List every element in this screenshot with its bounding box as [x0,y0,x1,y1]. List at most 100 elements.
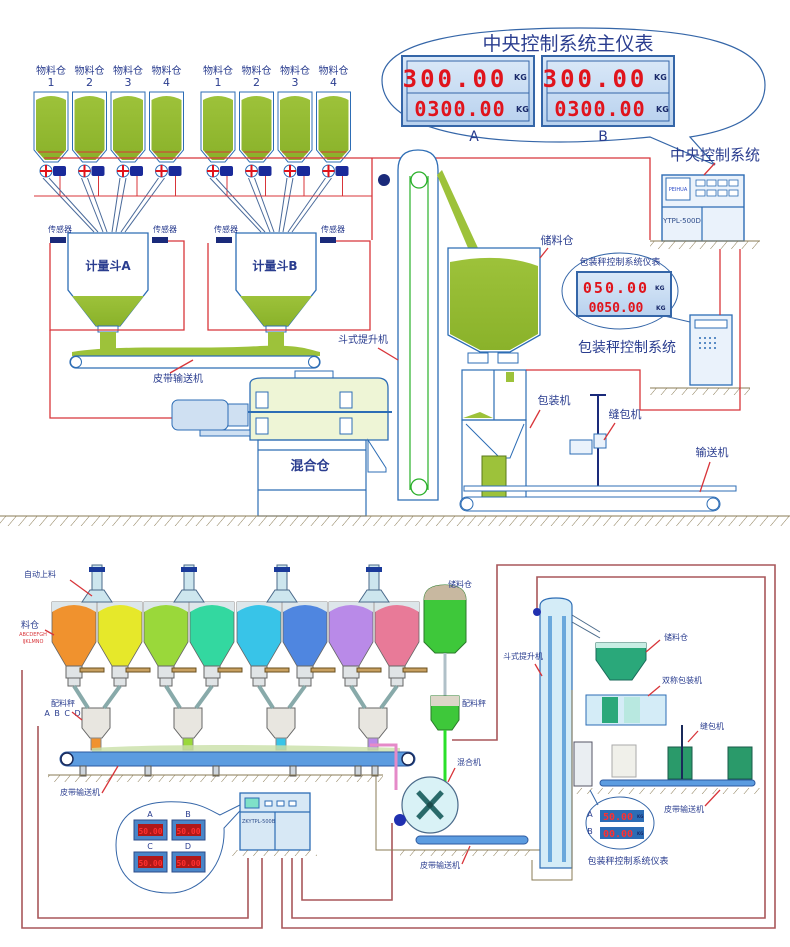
bin-number-label: 2 [253,76,260,89]
batching-scale [266,707,296,739]
top-packing-machine: 包装机 [461,369,641,501]
packing-setpoint: 050.00 [583,279,649,297]
packing-row-a-label: A [587,810,593,819]
rotary-valve-icon [206,164,220,178]
top-output-conveyor: 输送机 [459,445,737,512]
elevator-motor [378,174,390,186]
meter-a-unit-2: KG [516,105,529,114]
bottom-packing-meter: A 50.00 KG B 00.00 KG 包装秤控制系统仪表 [585,789,669,867]
rotary-valve-icon [155,164,168,178]
auto-feed-unit [81,564,113,603]
bin-label: 料仓 [21,619,39,631]
bin-name-label: 物料仓 [113,64,143,77]
bottom-mixer-label: 混合机 [457,757,481,767]
sensor-label: 传感器 [214,224,238,234]
rotary-valve-icon [283,164,297,178]
color-bin [236,601,290,687]
top-bucket-elevator: 斗式提升机 [338,149,439,501]
packing-actual: 0050.00 [589,301,644,316]
hopper-a-label: 计量斗A [85,258,131,273]
batching-scale-label: 配料秤 [51,698,75,708]
bin-number-label: 1 [48,76,55,89]
batch-meter: D50.00 [171,842,206,873]
batch-meter-label: C [147,842,153,851]
central-brand: PEIHUA [669,187,688,193]
rotary-valve-icon [322,164,335,178]
conveyor-label: 输送机 [696,445,729,459]
batch-meter-value: 50.00 [176,859,200,868]
color-bin [282,601,336,687]
packing-machine-label: 包装机 [538,393,571,407]
packing-control-cabinet [650,314,750,395]
batching-scale [81,707,111,739]
bottom-packing-meter-title: 包装秤控制系统仪表 [587,855,668,867]
top-sewing-machine: 缝包机 [569,394,642,490]
bottom-storage2-label: 储料仓 [664,632,688,642]
packing-row-a-unit: KG [637,814,643,819]
bottom-sewing-machine: 缝包机 皮带输送机 [573,721,763,814]
top-mixer: 混合仓 [171,370,392,517]
bin-number-label: 3 [125,76,132,89]
bin-number-label: 2 [86,76,93,89]
color-bin [51,601,105,687]
bin-name-label: 物料仓 [319,64,349,77]
sensor-label: 传感器 [153,224,177,234]
packing-unit-2: KG [656,305,666,312]
packing-row-b-unit: KG [637,831,643,836]
batch-meter: A50.00 [133,810,168,841]
color-bin [97,601,151,687]
bottom-material-bins [51,564,428,751]
meter-a-setpoint: 300.00 [403,65,508,93]
bottom-belt-label: 皮带输送机 [60,787,100,797]
bottom-elevator-label: 斗式提升机 [503,651,543,661]
main-meter-title: 中央控制系统主仪表 [482,33,653,55]
batch-meter-value: 50.00 [138,859,162,868]
sensor-icon [152,237,168,243]
lower-belt-conveyor: 皮带输送机 [375,775,560,870]
batch-meter-value: 50.00 [138,827,162,836]
auto-feed-label: 自动上料 [24,569,56,579]
batching-scale [173,707,203,739]
color-bin [189,601,243,687]
hopper-b-label: 计量斗B [252,258,297,273]
meter-a-label: A [469,129,479,145]
color-bin [374,601,428,687]
packing-row-b-value: 00.00 [603,829,633,840]
packing-meter-balloon: 包装秤控制系统仪表 050.00 KG 0050.00 KG [561,252,691,330]
bin-codes-1: ABCDEFGH [19,632,47,638]
bin-number-label: 4 [163,76,170,89]
motor-icon [335,166,349,176]
top-storage-label: 储料仓 [541,233,574,247]
bottom-belt2-label: 皮带输送机 [664,804,704,814]
packing-control-label: 包装秤控制系统 [578,340,676,356]
meter-b-setpoint: 300.00 [543,65,648,93]
sensor-label: 传感器 [48,224,72,234]
meter-a-unit: KG [514,73,527,82]
batch-meter: C 50.00 [133,842,168,873]
rotary-valve-icon [116,164,130,178]
meter-b-unit-2: KG [656,105,669,114]
lower-belt-label: 皮带输送机 [420,860,460,870]
bottom-bucket-elevator: 斗式提升机 [503,597,601,881]
motor-icon [91,166,105,176]
auto-feed-unit [358,564,390,603]
bin-number-label: 1 [215,76,222,89]
bin-name-label: 物料仓 [242,64,272,77]
sensor-label: 传感器 [321,224,345,234]
bin-name-label: 物料仓 [36,64,66,77]
motor-icon [168,166,182,176]
central-control-label: 中央控制系统 [670,146,760,164]
color-bin [143,601,197,687]
meter-b-label: B [598,129,608,145]
rotary-valve-icon [245,164,258,178]
sensor-icon [320,237,336,243]
